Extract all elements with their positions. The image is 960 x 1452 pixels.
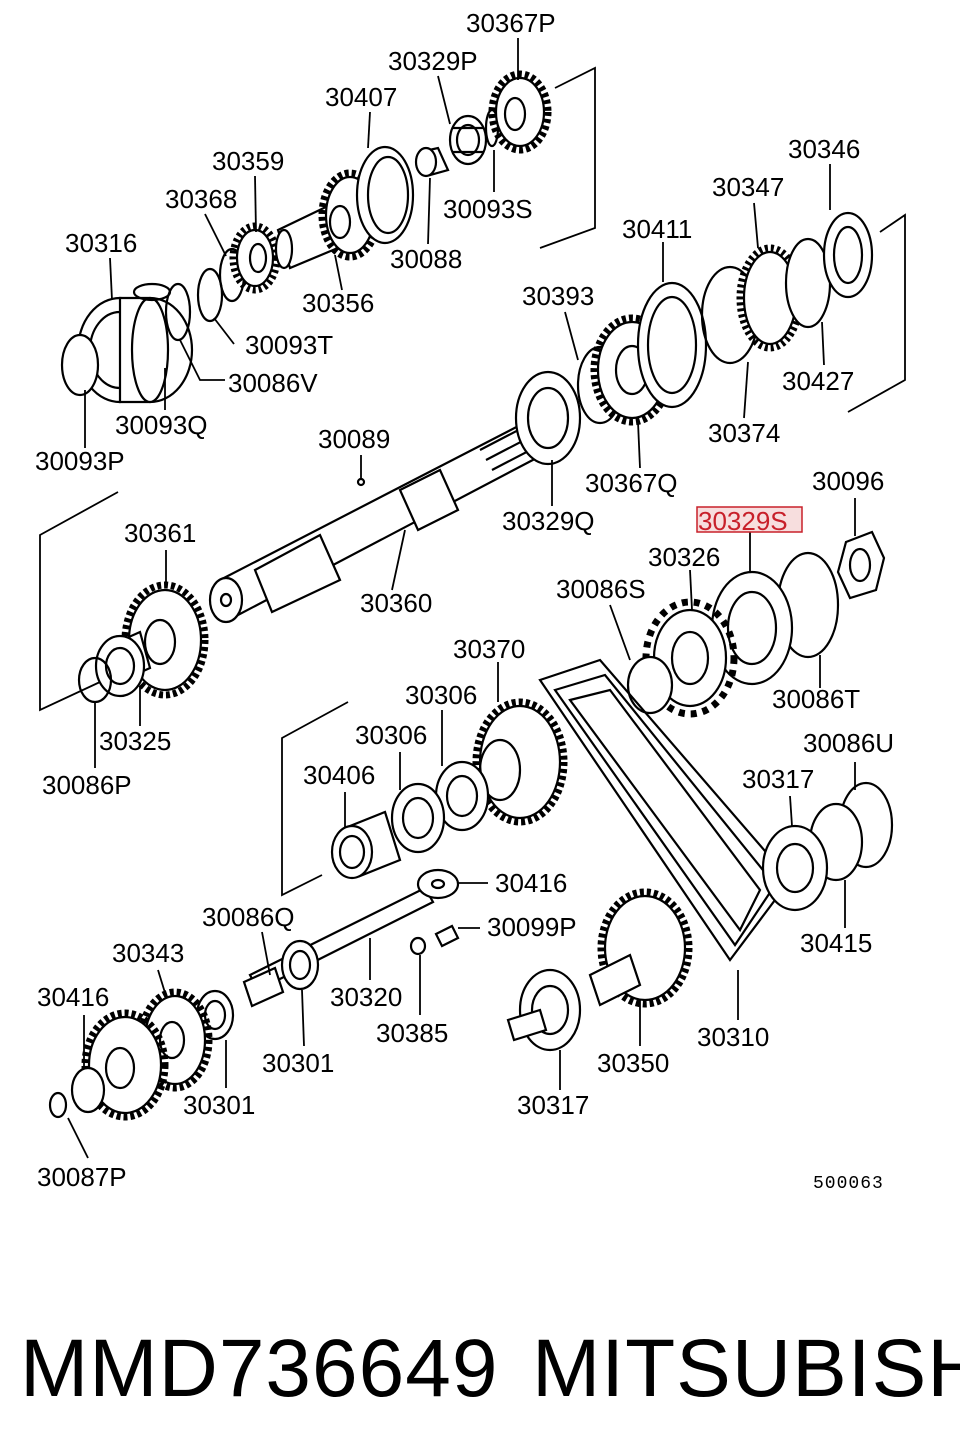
part-30086V-ring [164, 282, 192, 342]
part-30416-gear-lower [81, 1009, 169, 1121]
label-30368[interactable]: 30368 [165, 184, 237, 214]
group-brackets [39, 66, 906, 897]
label-30406[interactable]: 30406 [303, 760, 375, 790]
part-30370-sprocket [472, 698, 568, 826]
part-30416-washer-upper [416, 868, 460, 900]
label-30407[interactable]: 30407 [325, 82, 397, 112]
label-30093S[interactable]: 30093S [443, 194, 533, 224]
part-30359-gear [229, 222, 281, 294]
part-30317-bearing-upper [761, 824, 829, 912]
label-30086T[interactable]: 30086T [772, 684, 860, 714]
leader-lines [67, 38, 856, 1159]
label-30093Q[interactable]: 30093Q [115, 410, 208, 440]
label-30346[interactable]: 30346 [788, 134, 860, 164]
part-30088-sleeve [414, 146, 450, 178]
part-30099P-plug [434, 924, 460, 948]
part-30089-plug [356, 477, 366, 487]
right-middle-assembly [626, 530, 886, 718]
part-30317-bearing-lower [506, 968, 582, 1052]
part-30329Q-bearing [514, 370, 582, 466]
label-30086Q[interactable]: 30086Q [202, 902, 295, 932]
label-30086P[interactable]: 30086P [42, 770, 132, 800]
label-30350[interactable]: 30350 [597, 1048, 669, 1078]
label-30320[interactable]: 30320 [330, 982, 402, 1012]
label-30306-b[interactable]: 30306 [355, 720, 427, 750]
label-30325[interactable]: 30325 [99, 726, 171, 756]
label-30096[interactable]: 30096 [812, 466, 884, 496]
label-30093P[interactable]: 30093P [35, 446, 125, 476]
label-30086V[interactable]: 30086V [228, 368, 318, 398]
label-30411[interactable]: 30411 [622, 214, 692, 244]
label-30301-b[interactable]: 30301 [183, 1090, 255, 1120]
part-30367P-gear [488, 70, 552, 154]
part-30306-bearing [390, 760, 490, 854]
label-30329P[interactable]: 30329P [388, 46, 478, 76]
label-30343[interactable]: 30343 [112, 938, 184, 968]
part-number: MMD736649 [20, 1323, 498, 1414]
part-30329P-needle-bearing [448, 114, 488, 166]
label-30086U[interactable]: 30086U [803, 728, 894, 758]
label-30316[interactable]: 30316 [65, 228, 137, 258]
footer: MMD736649 MITSUBISHI [20, 1323, 960, 1414]
part-30360-main-shaft [208, 418, 550, 624]
part-30416-washer-lower [70, 1066, 106, 1114]
part-30346-hub [822, 211, 874, 299]
top-shaft-assembly [60, 70, 552, 404]
label-30360[interactable]: 30360 [360, 588, 432, 618]
label-30329S-highlighted[interactable]: 30329S [698, 506, 788, 536]
label-30317-lower[interactable]: 30317 [517, 1090, 589, 1120]
brand-name: MITSUBISHI [532, 1323, 960, 1414]
label-30427[interactable]: 30427 [782, 366, 854, 396]
label-30306-a[interactable]: 30306 [405, 680, 477, 710]
part-30096-nut [836, 530, 886, 600]
label-30416-upper[interactable]: 30416 [495, 868, 567, 898]
label-30367P[interactable]: 30367P [466, 8, 556, 38]
drawing-code: 500063 [813, 1174, 884, 1194]
label-30385[interactable]: 30385 [376, 1018, 448, 1048]
label-30416-lower[interactable]: 30416 [37, 982, 109, 1012]
label-30361[interactable]: 30361 [124, 518, 196, 548]
label-30347[interactable]: 30347 [712, 172, 784, 202]
label-30310[interactable]: 30310 [697, 1022, 769, 1052]
label-30093T[interactable]: 30093T [245, 330, 333, 360]
part-30093T-ring [196, 267, 224, 323]
part-30086Q-spacer [242, 966, 285, 1008]
label-30359[interactable]: 30359 [212, 146, 284, 176]
part-30325-bearing [94, 630, 152, 698]
label-30086S[interactable]: 30086S [556, 574, 646, 604]
label-30374[interactable]: 30374 [708, 418, 780, 448]
part-30411-sleeve [636, 281, 708, 409]
label-30367Q[interactable]: 30367Q [585, 468, 678, 498]
label-30317-upper[interactable]: 30317 [742, 764, 814, 794]
part-30301-needle-bearing [195, 939, 320, 1041]
part-30385-ball [409, 936, 427, 956]
label-30326[interactable]: 30326 [648, 542, 720, 572]
callout-labels: 30367P 30329P 30407 30359 30368 30316 30… [35, 8, 894, 1192]
label-30356[interactable]: 30356 [302, 288, 374, 318]
label-30088[interactable]: 30088 [390, 244, 462, 274]
highlight-box [696, 506, 803, 533]
part-30407-ring [355, 145, 415, 245]
part-30316-bearing [60, 296, 194, 404]
right-lower-assembly [761, 781, 894, 912]
label-30415[interactable]: 30415 [800, 928, 872, 958]
part-30087P-ring [48, 1091, 68, 1119]
label-30329Q[interactable]: 30329Q [502, 506, 595, 536]
label-30087P[interactable]: 30087P [37, 1162, 127, 1192]
part-30350-output-gear [588, 888, 693, 1008]
label-30301-a[interactable]: 30301 [262, 1048, 334, 1078]
part-30406-spacer [330, 810, 402, 880]
label-30089[interactable]: 30089 [318, 424, 390, 454]
right-upper-assembly [514, 211, 874, 466]
label-30370[interactable]: 30370 [453, 634, 525, 664]
label-30393[interactable]: 30393 [522, 281, 594, 311]
left-middle-assembly [77, 581, 209, 704]
label-30099P[interactable]: 30099P [487, 912, 577, 942]
part-30086S-ring [626, 655, 674, 715]
